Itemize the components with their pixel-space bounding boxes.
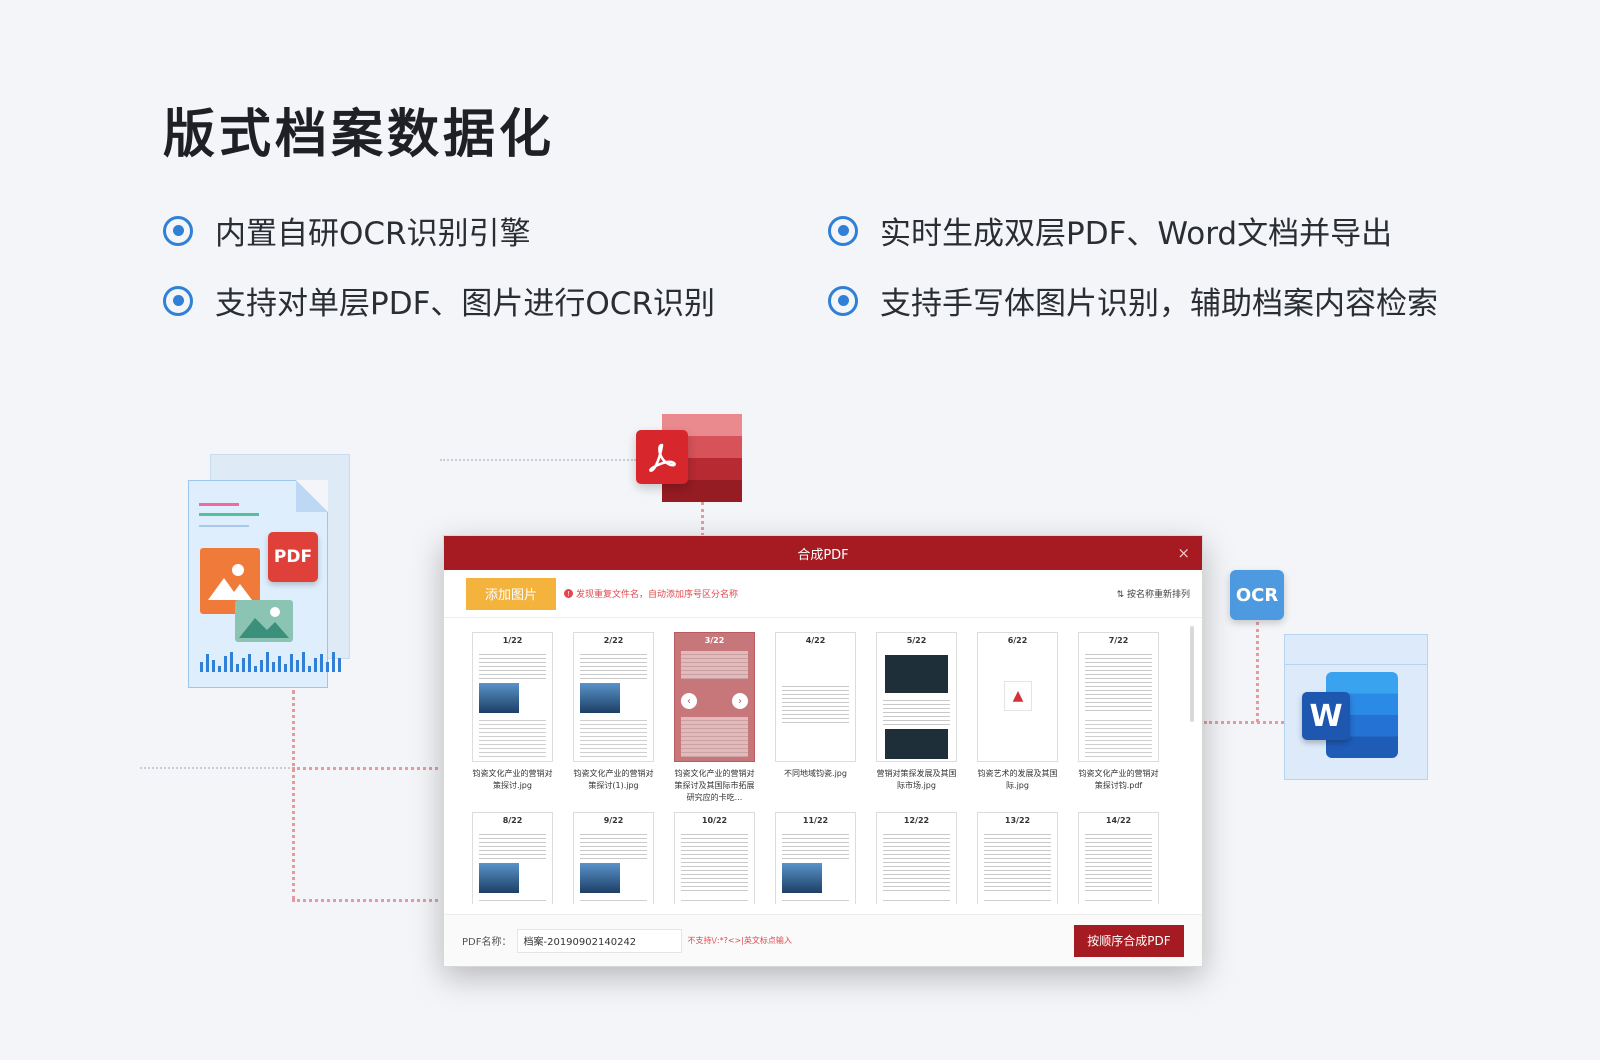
page-number: 10/22 (701, 816, 728, 825)
feature-text: 内置自研OCR识别引擎 (215, 216, 531, 252)
page-number: 2/22 (603, 636, 624, 645)
page-number: 11/22 (802, 816, 829, 825)
connector-line (292, 690, 295, 900)
file-name: 钧瓷文化产业的营销对策探讨及其国际市拓展研究应的卡吃... (674, 769, 755, 802)
thumbnail-card[interactable]: 9/22 (573, 812, 654, 904)
connector-line (701, 502, 704, 536)
sort-icon: ⇅ (1116, 590, 1125, 600)
scrollbar[interactable] (1190, 626, 1194, 722)
file-name: 钧瓷文化产业的营销对策探讨钧.pdf (1078, 769, 1159, 790)
thumbnail-card[interactable]: 13/22 (977, 812, 1058, 904)
sort-by-name-button[interactable]: ⇅ 按名称重新排列 (1117, 587, 1190, 600)
connector-line (292, 899, 438, 902)
page-number: 1/22 (502, 636, 523, 645)
page-number: 7/22 (1108, 636, 1129, 645)
page-number: 3/22 (704, 636, 725, 645)
radio-bullet-icon (163, 215, 193, 246)
file-name: 钧瓷文化产业的营销对策探讨(1).jpg (573, 769, 654, 790)
file-name: 营销对策探发展及其国际市场.jpg (876, 769, 957, 790)
feature-item: 支持对单层PDF、图片进行OCR识别 (163, 278, 715, 323)
page-number: 4/22 (805, 636, 826, 645)
feature-text: 实时生成双层PDF、Word文档并导出 (880, 216, 1393, 252)
feature-text: 支持手写体图片识别，辅助档案内容检索 (880, 286, 1438, 322)
close-icon[interactable]: × (1177, 544, 1190, 562)
radio-bullet-icon (163, 285, 193, 316)
feature-item: 支持手写体图片识别，辅助档案内容检索 (828, 278, 1438, 323)
toolbar: 添加图片 ! 发现重复文件名，自动添加序号区分名称 ⇅ 按名称重新排列 (444, 570, 1202, 618)
acrobat-pdf-icon (636, 430, 688, 484)
page-number: 5/22 (906, 636, 927, 645)
merge-pdf-window: 合成PDF × 添加图片 ! 发现重复文件名，自动添加序号区分名称 ⇅ 按名称重… (443, 535, 1203, 967)
window-footer: PDF名称： 不支持\/:*?<>|英文标点输入 按顺序合成PDF (444, 914, 1202, 966)
sort-label: 按名称重新排列 (1126, 590, 1190, 600)
thumbnail-card[interactable]: 5/22 营销对策探发展及其国际市场.jpg (876, 632, 957, 804)
page-title: 版式档案数据化 (163, 105, 556, 165)
radio-bullet-icon (828, 285, 858, 316)
thumbnail-card[interactable]: 6/22 ▲ 钧瓷艺术的发展及其国际.jpg (977, 632, 1058, 804)
landscape-image-icon (235, 600, 293, 642)
pdf-name-input[interactable] (517, 928, 683, 953)
connector-line (1204, 721, 1284, 724)
feature-item: 内置自研OCR识别引擎 (163, 208, 531, 253)
merge-pdf-button[interactable]: 按顺序合成PDF (1074, 924, 1184, 957)
page-number: 8/22 (502, 816, 523, 825)
connector-line (140, 767, 290, 769)
bar-chart-icon (200, 650, 341, 672)
alert-icon: ! (564, 589, 573, 598)
page-number: 12/22 (903, 816, 930, 825)
thumbnail-card[interactable]: 1/22 钧瓷文化产业的营销对策探讨.jpg (472, 632, 553, 804)
thumbnail-card[interactable]: 14/22 (1078, 812, 1159, 904)
tip-text: 发现重复文件名，自动添加序号区分名称 (576, 590, 739, 600)
connector-line (440, 459, 636, 461)
page-number: 13/22 (1004, 816, 1031, 825)
prev-arrow-icon[interactable]: ‹ (681, 693, 697, 709)
feature-text: 支持对单层PDF、图片进行OCR识别 (215, 286, 715, 322)
thumbnail-card[interactable]: 2/22 钧瓷文化产业的营销对策探讨(1).jpg (573, 632, 654, 804)
thumbnail-card[interactable]: 10/22 (674, 812, 755, 904)
connector-line (1256, 622, 1259, 722)
window-title: 合成PDF (797, 547, 849, 563)
file-name: 钧瓷艺术的发展及其国际.jpg (977, 769, 1058, 790)
page-number: 6/22 (1007, 636, 1028, 645)
thumbnail-grid: 1/22 钧瓷文化产业的营销对策探讨.jpg 2/22 钧瓷文化产业的营销对策探… (472, 632, 1172, 904)
page-number: 14/22 (1105, 816, 1132, 825)
radio-bullet-icon (828, 215, 858, 246)
feature-item: 实时生成双层PDF、Word文档并导出 (828, 208, 1392, 253)
duplicate-tip: ! 发现重复文件名，自动添加序号区分名称 (564, 587, 738, 600)
thumbnail-card[interactable]: 8/22 (472, 812, 553, 904)
next-arrow-icon[interactable]: › (732, 693, 748, 709)
pdf-file-icon: PDF (268, 532, 318, 582)
thumbnail-card[interactable]: 12/22 (876, 812, 957, 904)
ocr-icon: OCR (1230, 570, 1284, 620)
add-image-button[interactable]: 添加图片 (466, 577, 556, 610)
file-name: 钧瓷文化产业的营销对策探讨.jpg (472, 769, 553, 790)
pdf-name-label: PDF名称： (462, 937, 512, 948)
name-tip: 不支持\/:*?<>|英文标点输入 (687, 936, 792, 945)
connector-line (292, 767, 438, 770)
thumbnail-card-selected[interactable]: 3/22 ‹ › 钧瓷文化产业的营销对策探讨及其国际市拓展研究应的卡吃... (674, 632, 755, 804)
word-icon: W (1302, 692, 1350, 740)
thumbnail-card[interactable]: 4/22 不同地域钧瓷.jpg (775, 632, 856, 804)
thumbnail-card[interactable]: 11/22 (775, 812, 856, 904)
file-name: 不同地域钧瓷.jpg (784, 769, 847, 778)
window-titlebar: 合成PDF × (444, 536, 1202, 570)
broken-image-icon: ▲ (1004, 681, 1032, 711)
page-number: 9/22 (603, 816, 624, 825)
thumbnail-card[interactable]: 7/22 钧瓷文化产业的营销对策探讨钧.pdf (1078, 632, 1159, 804)
